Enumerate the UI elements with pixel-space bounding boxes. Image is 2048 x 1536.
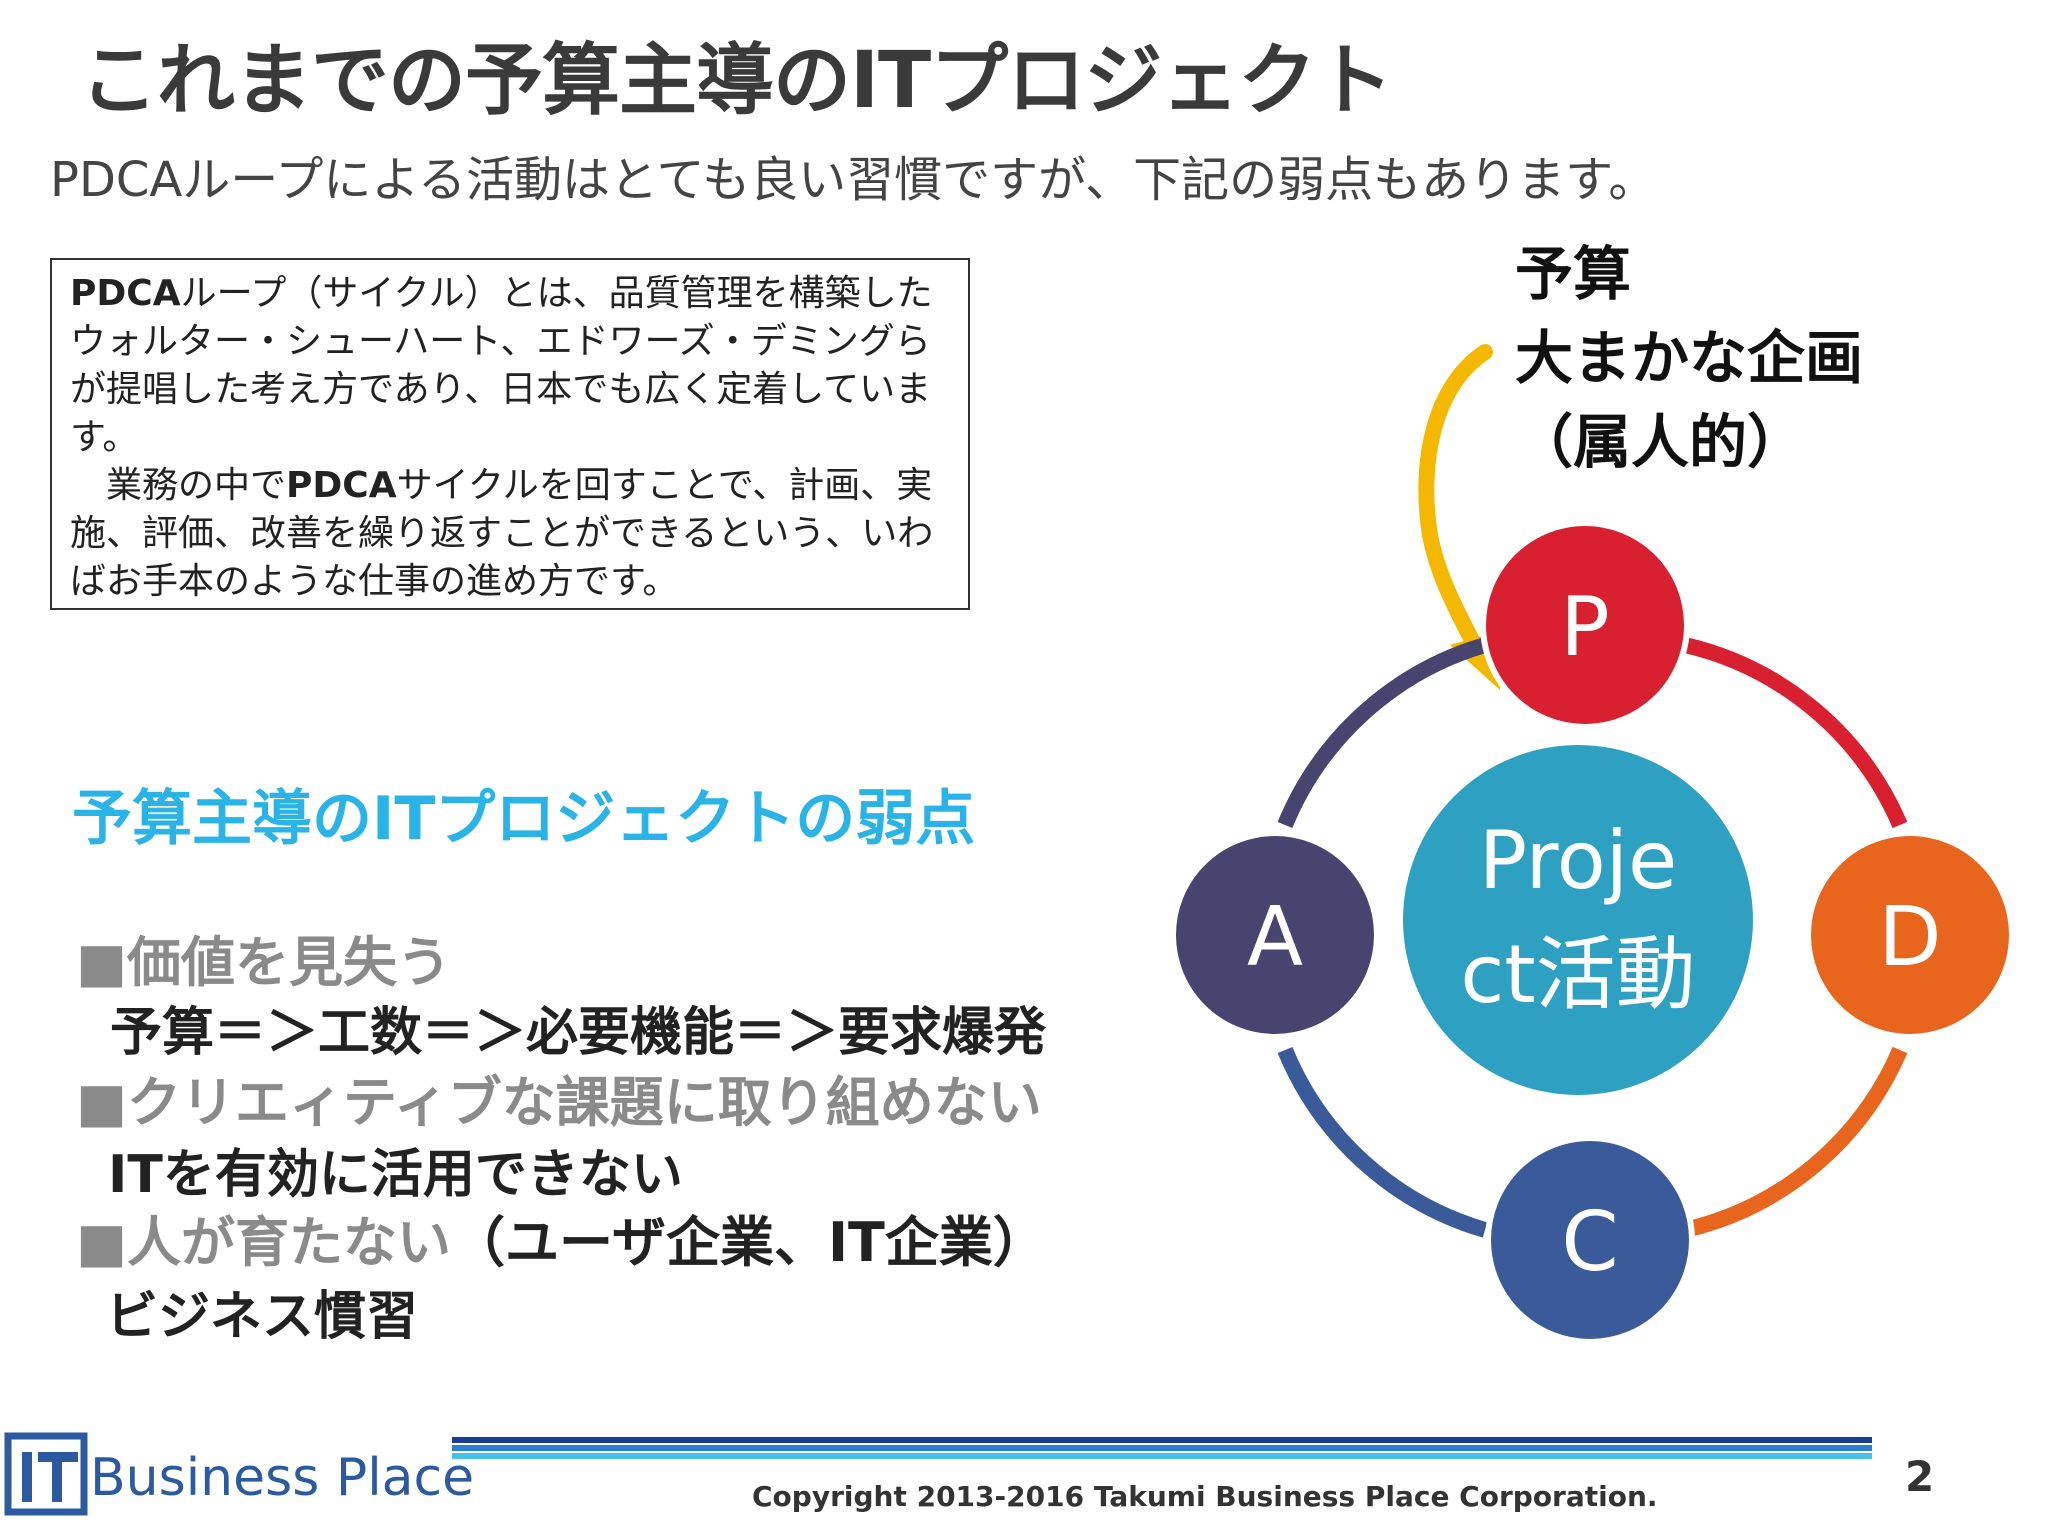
budget-note-line: 大まかな企画 — [1515, 324, 1864, 392]
definition-paragraph-1: PDCAループ（サイクル）とは、品質管理を構築したウォルター・シューハート、エド… — [70, 270, 950, 462]
weakness-detail: ビジネス慣習 — [106, 1287, 419, 1347]
definition-paragraph-2: 業務の中でPDCAサイクルを回すことで、計画、実施、評価、改善を繰り返すことがで… — [70, 462, 950, 606]
weakness-bullet-extra: （ユーザ企業、IT企業） — [451, 1211, 1047, 1274]
slide-subtitle: PDCAループによる活動はとても良い習慣ですが、下記の弱点もあります。 — [50, 152, 1657, 208]
pdca-definition-box: PDCAループ（サイクル）とは、品質管理を構築したウォルター・シューハート、エド… — [50, 258, 970, 610]
ring-arc-p-d — [1683, 637, 1908, 829]
definition-text: 業務の中で — [70, 465, 287, 506]
pdca-cycle-diagram: Proje ct活動 P D C A — [1170, 344, 2015, 1345]
weakness-bullet: ■人が育たない（ユーザ企業、IT企業） — [76, 1198, 1047, 1277]
footer-rule — [452, 1445, 1872, 1451]
page-number: 2 — [1905, 1452, 1935, 1501]
cycle-node-c — [1485, 1135, 1695, 1345]
company-logo-icon — [4, 1432, 88, 1516]
cycle-node-label-p: P — [1560, 580, 1609, 675]
definition-text: サイクルを回すことで、計画、実施、評価、改善を繰り返すことができるという、いわば… — [70, 465, 934, 602]
budget-note-line: 予算 — [1515, 240, 1632, 308]
center-label-line2: ct活動 — [1460, 928, 1695, 1021]
footer-rule — [452, 1437, 1872, 1443]
definition-text: ループ（サイクル）とは、品質管理を構築したウォルター・シューハート、エドワーズ・… — [70, 273, 933, 458]
center-circle — [1403, 745, 1753, 1095]
budget-note: 予算 大まかな企画 （属人的） — [1515, 232, 1863, 484]
cycle-node-p — [1480, 520, 1690, 730]
weakness-bullet: ■クリエィティブな課題に取り組めない — [76, 1071, 1042, 1134]
weakness-bullet-text: ■人が育たない — [76, 1211, 452, 1274]
weakness-heading: 予算主導のITプロジェクトの弱点 — [72, 784, 976, 854]
cycle-node-label-d: D — [1878, 890, 1941, 985]
definition-term: PDCA — [286, 465, 397, 506]
weakness-bullet: ■価値を見失う — [76, 931, 452, 994]
ring-arc-d-c — [1683, 1046, 1908, 1238]
copyright: Copyright 2013-2016 Takumi Business Plac… — [752, 1480, 1658, 1513]
cycle-node-label-a: A — [1247, 890, 1303, 985]
weakness-detail: 予算＝＞工数＝＞必要機能＝＞要求爆発 — [110, 1003, 1047, 1063]
center-label-line1: Proje — [1479, 814, 1677, 907]
cycle-node-d — [1805, 830, 2015, 1040]
weakness-detail: ITを有効に活用できない — [108, 1145, 683, 1205]
budget-note-line: （属人的） — [1515, 408, 1806, 476]
cycle-node-a — [1170, 830, 1380, 1040]
definition-term: PDCA — [70, 273, 181, 314]
footer-rule — [452, 1453, 1872, 1459]
curved-arrow-icon — [1418, 344, 1493, 670]
ring-arc-a-p — [1277, 637, 1488, 829]
cycle-node-label-c: C — [1561, 1195, 1618, 1290]
company-logo-text: Business Place — [90, 1448, 475, 1508]
slide-title: これまでの予算主導のITプロジェクト — [80, 36, 1393, 126]
ring-arc-c-a — [1277, 1046, 1488, 1238]
